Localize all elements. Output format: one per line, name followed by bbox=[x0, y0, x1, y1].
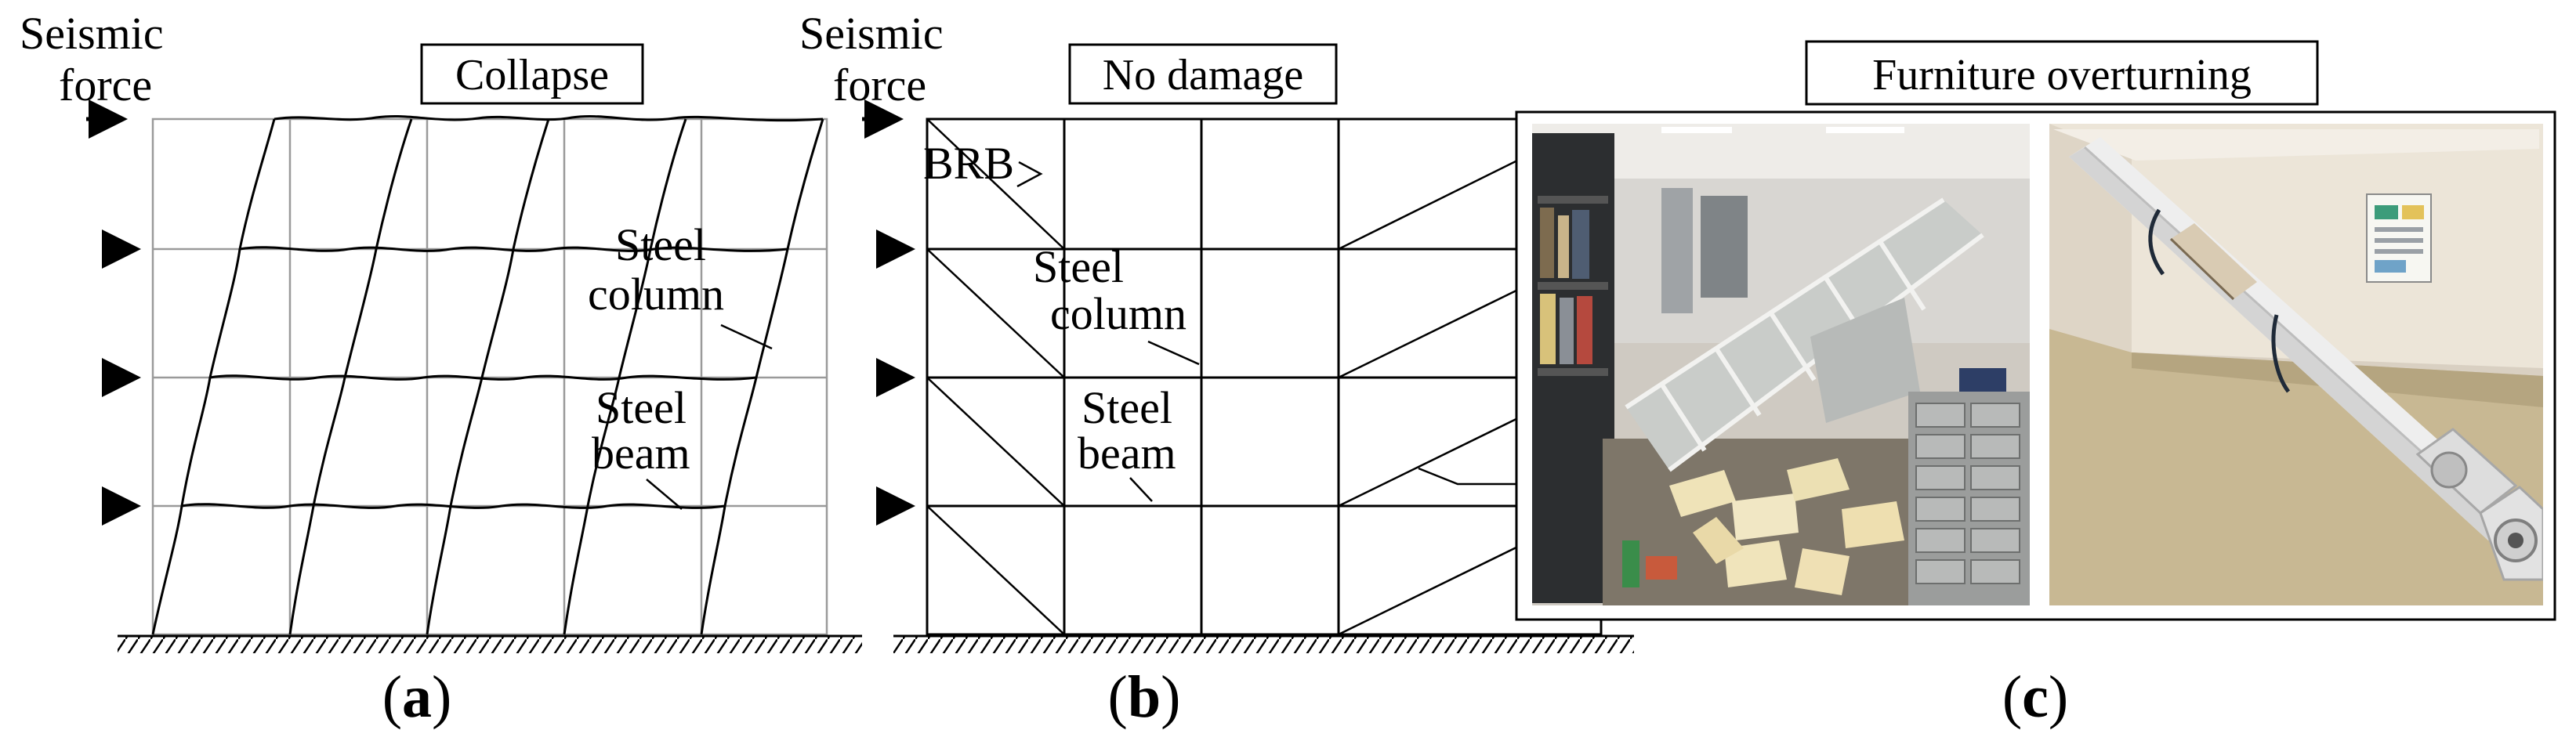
brb-label: BRB bbox=[923, 138, 1014, 189]
deformed-beam bbox=[181, 503, 726, 509]
seismic-arrows-b bbox=[862, 99, 915, 526]
office-collapsed-shelving-photo bbox=[1532, 124, 2030, 605]
deformed-beam bbox=[239, 246, 788, 252]
panel-c: Furniture overturning bbox=[1515, 40, 2556, 730]
steel-beam-label-a-line1: Steel bbox=[596, 382, 687, 433]
leader-line bbox=[1129, 477, 1153, 502]
steel-beam-label-b-line2: beam bbox=[1078, 428, 1176, 479]
steel-beam-label-a-line2: beam bbox=[592, 428, 690, 479]
braced-frame bbox=[926, 117, 1603, 636]
brb-brace bbox=[926, 118, 1065, 250]
brb-brace bbox=[926, 505, 1065, 635]
leader-line bbox=[720, 323, 773, 350]
connector-line bbox=[1418, 467, 1516, 486]
buckling-restrained-brace-photo bbox=[2049, 124, 2543, 605]
deformed-column bbox=[288, 118, 413, 635]
brb-leader bbox=[1016, 161, 1043, 188]
seismic-force-label-b-line2: force bbox=[833, 60, 926, 110]
caption-b: (b) bbox=[1108, 664, 1181, 730]
steel-column-label-b-line1: Steel bbox=[1033, 241, 1124, 292]
furniture-title-box bbox=[1805, 40, 2319, 106]
furniture-title: Furniture overturning bbox=[1872, 51, 2252, 99]
collapse-title: Collapse bbox=[455, 51, 609, 99]
no-damage-title-box bbox=[1068, 43, 1338, 105]
deformed-beams bbox=[181, 114, 824, 509]
seismic-force-label-a-line2: force bbox=[59, 60, 152, 110]
brb-brace bbox=[926, 377, 1065, 507]
seismic-force-label-a-line1: Seismic bbox=[20, 8, 164, 59]
collapse-title-box bbox=[420, 43, 644, 105]
panel-b: Seismic force No damage bbox=[799, 8, 1634, 730]
steel-beam-label-b-line1: Steel bbox=[1081, 382, 1172, 433]
leader-line bbox=[1147, 340, 1200, 366]
leader-line bbox=[646, 479, 683, 510]
no-damage-title: No damage bbox=[1103, 51, 1304, 99]
deformed-beam bbox=[209, 374, 757, 381]
seismic-force-label-b-line1: Seismic bbox=[799, 8, 944, 59]
steel-column-label-a-line1: Steel bbox=[615, 219, 706, 270]
caption-c: (c) bbox=[2002, 664, 2068, 730]
steel-column-label-a-line2: column bbox=[588, 269, 724, 320]
brb-brace bbox=[926, 248, 1065, 378]
panel-a: Seismic force Collapse bbox=[20, 8, 862, 730]
seismic-arrows-a bbox=[86, 99, 141, 526]
caption-a: (a) bbox=[382, 664, 452, 730]
steel-column-label-b-line2: column bbox=[1050, 288, 1187, 339]
deformed-beam bbox=[274, 114, 824, 122]
ground-hatch-a bbox=[118, 636, 862, 653]
ground-hatch-b bbox=[893, 636, 1634, 653]
